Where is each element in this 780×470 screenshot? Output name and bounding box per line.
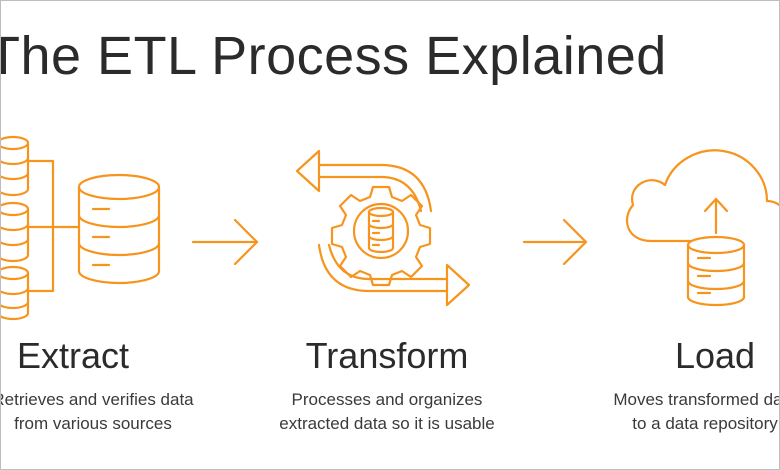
stage-description-load: Moves transformed data to a data reposit…	[613, 388, 780, 436]
database-stack-icon	[1, 135, 161, 321]
stage-description-line: to a data repository	[632, 414, 778, 433]
database-icon	[686, 235, 746, 307]
stage-description-line: from various sources	[14, 414, 172, 433]
stage-title-load: Load	[674, 335, 756, 376]
arrow-right-icon	[191, 218, 259, 266]
arrow-right-icon	[522, 218, 588, 266]
stage-description-line: extracted data so it is usable	[279, 414, 495, 433]
stage-description-line: Processes and organizes	[291, 390, 483, 409]
gear-cycle-icon	[295, 149, 471, 307]
cloud-upload-icon	[625, 149, 779, 307]
stage-description-extract: Retrieves and verifies data from various…	[0, 388, 194, 436]
stage-title-extract: Extract	[16, 335, 130, 376]
small-database-icon	[1, 201, 30, 263]
stage-description-transform: Processes and organizes extracted data s…	[279, 388, 494, 436]
gear-icon	[330, 185, 432, 287]
stage-description-line: Retrieves and verifies data	[0, 390, 194, 409]
stage-title-transform: Transform	[305, 335, 469, 376]
large-database-icon	[77, 173, 161, 285]
small-database-icon	[1, 265, 30, 321]
stage-description-line: Moves transformed data	[613, 390, 780, 409]
database-icon	[367, 206, 395, 254]
small-database-icon	[1, 135, 30, 197]
page-title: The ETL Process Explained	[0, 26, 667, 86]
upload-arrow-icon	[703, 197, 729, 235]
